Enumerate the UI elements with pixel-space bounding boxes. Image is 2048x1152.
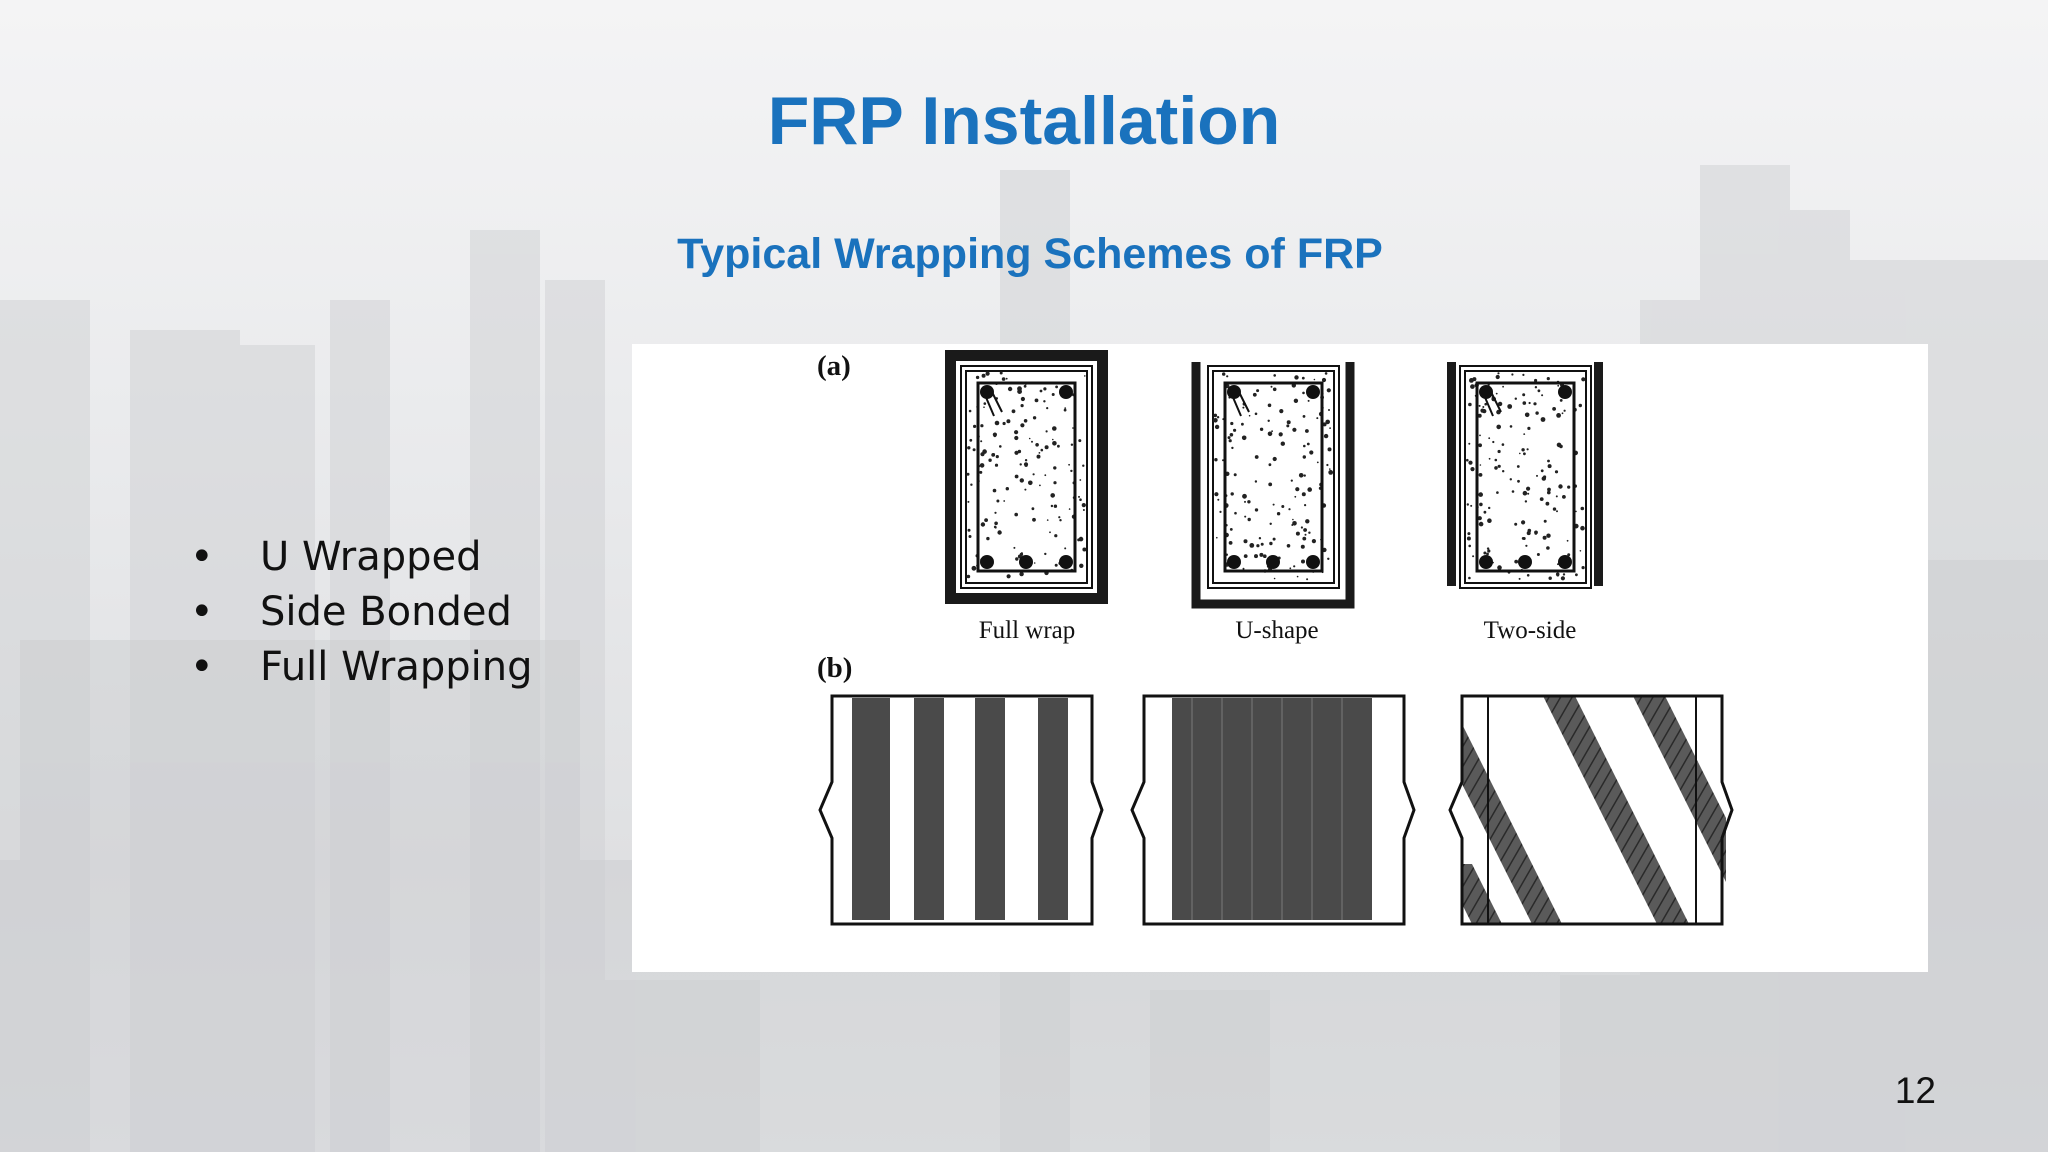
wrapping-schemes-figure: (a) (b) — [632, 344, 1928, 972]
frp-side-plate-left — [1447, 362, 1456, 586]
slide-subtitle: Typical Wrapping Schemes of FRP — [677, 230, 1383, 278]
bullet-text: U Wrapped — [260, 534, 482, 580]
bullet-text: Full Wrapping — [260, 644, 533, 690]
beam-inclined-strips — [1448, 694, 1734, 926]
bullet-list: • U Wrapped • Side Bonded • Full Wrappin… — [190, 530, 532, 695]
bullet-item: • U Wrapped — [190, 530, 532, 585]
stirrup — [976, 381, 1077, 573]
caption-u-shape: U-shape — [1235, 617, 1318, 644]
caption-two-side: Two-side — [1484, 617, 1577, 644]
bullet-item: • Side Bonded — [190, 585, 532, 640]
concrete-aggregate — [966, 371, 1087, 579]
beam-continuous-sheet — [1130, 694, 1416, 926]
bullet-item: • Full Wrapping — [190, 640, 532, 695]
beam-discrete-strips — [818, 694, 1104, 926]
wrapping-schemes-diagram: (a) (b) — [817, 350, 1734, 926]
full-wrap-cross-section — [945, 350, 1108, 604]
u-shape-cross-section — [1191, 362, 1355, 609]
frp-side-plate-right — [1594, 362, 1603, 586]
caption-full-wrap: Full wrap — [979, 617, 1076, 644]
panel-a-label: (a) — [817, 350, 851, 382]
stirrup — [1475, 381, 1576, 573]
bullet-text: Side Bonded — [260, 589, 512, 635]
stirrup — [1223, 381, 1324, 573]
slide-number: 12 — [1894, 1070, 1936, 1111]
bullet-marker: • — [190, 644, 214, 690]
bullet-marker: • — [190, 589, 214, 635]
panel-b-label: (b) — [817, 652, 852, 684]
frp-u-jacket — [1191, 362, 1355, 609]
bullet-marker: • — [190, 534, 214, 580]
two-side-cross-section — [1447, 362, 1603, 589]
slide-title: FRP Installation — [767, 83, 1281, 159]
